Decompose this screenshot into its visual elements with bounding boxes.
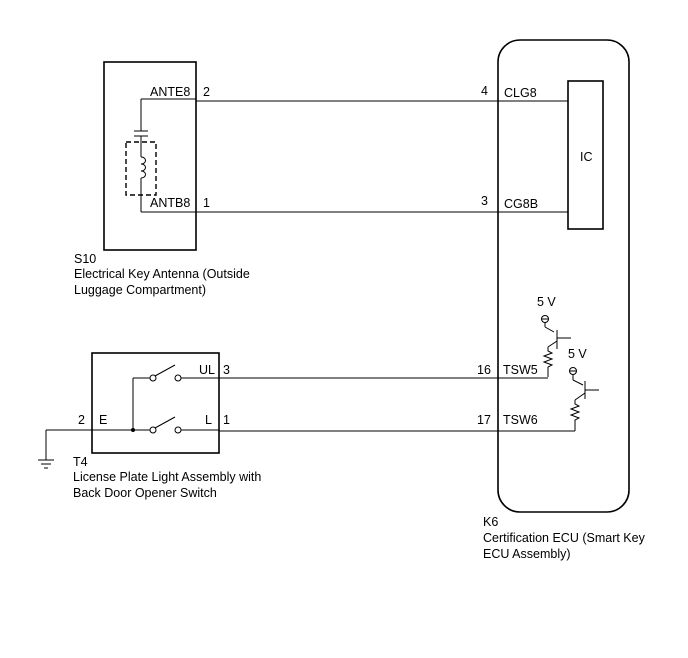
k6-ecu-box [497,39,630,513]
ic-label: IC [580,150,593,164]
antenna-dashed-outline [125,141,157,196]
antenna-coil-symbol [125,99,157,212]
t4-pin-ul-label: UL [199,363,215,377]
tsw5-pullup-transistor: 5 V [537,295,571,377]
k6-name-line1: Certification ECU (Smart Key [483,531,646,545]
s10-pin-label-ante8: ANTE8 [150,85,190,99]
k6-pin-label-tsw6: TSW6 [503,413,538,427]
s10-code: S10 [74,252,96,266]
t4-pin-e-label: E [99,413,107,427]
ground-icon [38,429,92,469]
supply-5v-1: 5 V [537,295,556,309]
s10-name-line1: Electrical Key Antenna (Outside [74,267,250,281]
supply-5v-2: 5 V [568,347,587,361]
opener-switch-contacts [92,364,219,434]
t4-switch-box [91,352,220,454]
t4-pin-e-number: 2 [78,413,85,427]
t4-code: T4 [73,455,88,469]
s10-connector-box [103,61,197,251]
t4-name-line2: Back Door Opener Switch [73,486,217,500]
t4-pin-l-number: 1 [223,413,230,427]
k6-pin-label-clg8: CLG8 [504,86,537,100]
k6-pin-number-4: 4 [481,84,488,98]
k6-pin-label-cg8b: CG8B [504,197,538,211]
ic-block [567,80,604,230]
tsw6-pullup-transistor: 5 V [568,347,599,431]
k6-name-line2: ECU Assembly) [483,547,571,561]
k6-pin-number-16: 16 [477,363,491,377]
k6-pin-number-3: 3 [481,194,488,208]
s10-pin-number-2: 2 [203,85,210,99]
s10-pin-label-antb8: ANTB8 [150,196,190,210]
s10-name-line2: Luggage Compartment) [74,283,206,297]
t4-pin-ul-number: 3 [223,363,230,377]
k6-pin-label-tsw5: TSW5 [503,363,538,377]
k6-pin-number-17: 17 [477,413,491,427]
t4-name-line1: License Plate Light Assembly with [73,470,261,484]
t4-pin-l-label: L [205,413,212,427]
k6-code: K6 [483,515,498,529]
s10-pin-number-1: 1 [203,196,210,210]
